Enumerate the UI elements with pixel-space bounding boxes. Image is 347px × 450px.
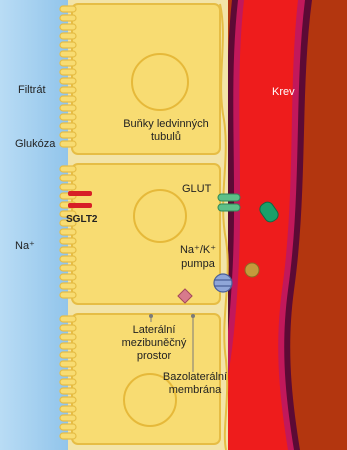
microvillus bbox=[60, 379, 76, 385]
microvillus bbox=[60, 175, 76, 181]
sodium-ion-icon bbox=[245, 263, 259, 277]
microvillus bbox=[60, 238, 76, 244]
sglt2-label: SGLT2 bbox=[66, 213, 97, 226]
microvillus bbox=[60, 132, 76, 138]
microvillus bbox=[60, 42, 76, 48]
microvillus bbox=[60, 343, 76, 349]
microvillus bbox=[60, 256, 76, 262]
microvillus bbox=[60, 15, 76, 21]
lateral-space-pointer-dot bbox=[149, 314, 153, 318]
microvillus bbox=[60, 247, 76, 253]
microvillus bbox=[60, 370, 76, 376]
microvillus bbox=[60, 274, 76, 280]
microvillus bbox=[60, 415, 76, 421]
glut-label: GLUT bbox=[182, 183, 211, 196]
microvillus bbox=[60, 33, 76, 39]
microvillus bbox=[60, 352, 76, 358]
lateral-label-line1: Laterální bbox=[114, 324, 194, 337]
microvillus bbox=[60, 123, 76, 129]
microvillus bbox=[60, 334, 76, 340]
microvillus bbox=[60, 292, 76, 298]
microvillus bbox=[60, 433, 76, 439]
microvillus bbox=[60, 388, 76, 394]
basolateral-label-line1: Bazolaterální bbox=[150, 371, 240, 384]
cells-label-line1: Buňky ledvinných bbox=[108, 118, 224, 131]
glucose-label: Glukóza bbox=[15, 138, 55, 151]
microvillus bbox=[60, 105, 76, 111]
microvillus bbox=[60, 96, 76, 102]
basolateral-label-line2: membrána bbox=[150, 384, 240, 397]
microvillus bbox=[60, 24, 76, 30]
microvillus bbox=[60, 316, 76, 322]
microvillus bbox=[60, 184, 76, 190]
blood-label: Krev bbox=[272, 86, 295, 99]
microvillus bbox=[60, 325, 76, 331]
microvillus bbox=[60, 6, 76, 12]
microvillus bbox=[60, 69, 76, 75]
microvillus bbox=[60, 424, 76, 430]
microvillus bbox=[60, 87, 76, 93]
microvillus bbox=[60, 283, 76, 289]
microvillus bbox=[60, 229, 76, 235]
lateral-label-line2: mezibuněčný bbox=[114, 337, 194, 350]
microvillus bbox=[60, 60, 76, 66]
microvillus bbox=[60, 166, 76, 172]
microvillus bbox=[60, 141, 76, 147]
filtrate-label: Filtrát bbox=[18, 84, 46, 97]
microvillus bbox=[60, 114, 76, 120]
na-k-pump-icon bbox=[214, 274, 232, 292]
lateral-label-line3: prostor bbox=[114, 350, 194, 363]
microvillus bbox=[60, 361, 76, 367]
pump-label-line2: pumpa bbox=[168, 258, 228, 271]
microvillus bbox=[60, 406, 76, 412]
microvillus bbox=[60, 78, 76, 84]
basolateral-pointer-dot bbox=[191, 314, 195, 318]
microvillus bbox=[60, 265, 76, 271]
cells-label-line2: tubulů bbox=[108, 131, 224, 144]
sodium-label: Na⁺ bbox=[15, 240, 35, 253]
microvillus bbox=[60, 51, 76, 57]
microvillus bbox=[60, 397, 76, 403]
pump-label-line1: Na⁺/K⁺ bbox=[168, 244, 228, 257]
